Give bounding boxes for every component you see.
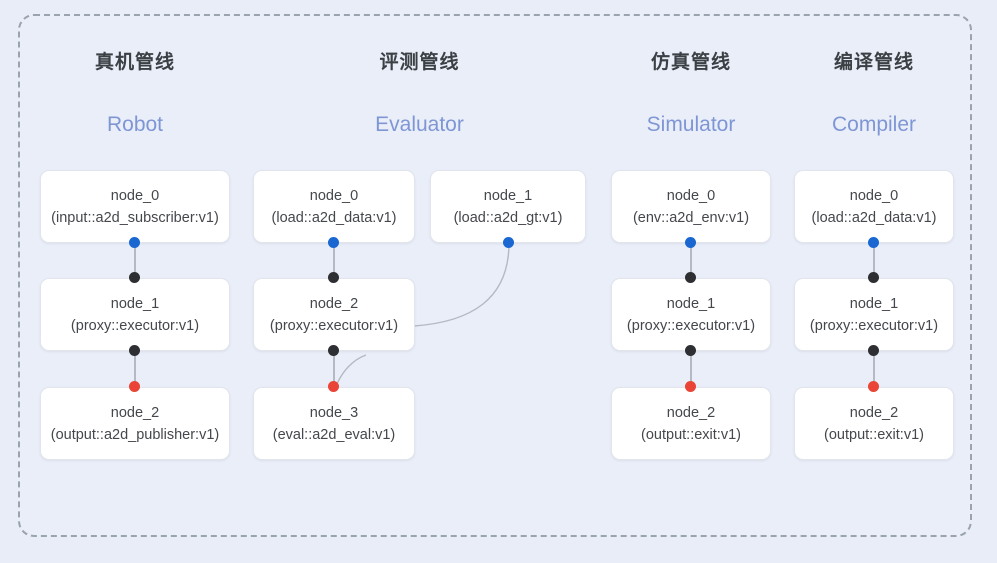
port-input-compiler-1[interactable] (868, 272, 879, 283)
edge-robot-1-to-2 (134, 350, 136, 386)
node-name: node_2 (110, 404, 160, 421)
node-name: node_0 (666, 187, 716, 204)
edge-evaluator-2-to-3 (333, 350, 335, 386)
node-type: (output::exit:v1) (641, 426, 741, 443)
node-type: (proxy::executor:v1) (626, 317, 756, 334)
port-input-evaluator-2[interactable] (328, 272, 339, 283)
node-type: (env::a2d_env:v1) (632, 209, 750, 226)
port-output-compiler-0[interactable] (868, 237, 879, 248)
node-card-evaluator-0[interactable]: node_0 (load::a2d_data:v1) (253, 170, 415, 243)
node-type: (load::a2d_data:v1) (811, 209, 937, 226)
column-title-robot: 真机管线 (94, 52, 175, 73)
port-input-compiler-2[interactable] (868, 381, 879, 392)
port-input-robot-1[interactable] (129, 272, 140, 283)
column-title-evaluator: 评测管线 (379, 52, 460, 73)
pipeline-column-compiler: 编译管线 Compiler (794, 50, 954, 450)
node-name: node_1 (849, 295, 899, 312)
node-card-robot-0[interactable]: node_0 (input::a2d_subscriber:v1) (40, 170, 230, 243)
edge-evaluator-0-to-2 (333, 242, 335, 278)
node-card-evaluator-1[interactable]: node_1 (load::a2d_gt:v1) (430, 170, 586, 243)
node-type: (eval::a2d_eval:v1) (272, 426, 396, 443)
node-card-evaluator-2[interactable]: node_2 (proxy::executor:v1) (253, 278, 415, 351)
port-output-simulator-1[interactable] (685, 345, 696, 356)
node-name: node_0 (110, 187, 160, 204)
node-name: node_3 (309, 404, 359, 421)
port-input-robot-2[interactable] (129, 381, 140, 392)
node-card-simulator-2[interactable]: node_2 (output::exit:v1) (611, 387, 771, 460)
column-title-compiler: 编译管线 (833, 52, 914, 73)
node-type: (load::a2d_data:v1) (271, 209, 397, 226)
port-output-evaluator-2[interactable] (328, 345, 339, 356)
column-title-simulator: 仿真管线 (650, 52, 731, 73)
port-output-evaluator-0[interactable] (328, 237, 339, 248)
node-name: node_2 (849, 404, 899, 421)
edge-compiler-0-to-1 (873, 242, 875, 278)
column-subtitle-compiler: Compiler (831, 113, 917, 136)
node-name: node_1 (666, 295, 716, 312)
node-card-compiler-2[interactable]: node_2 (output::exit:v1) (794, 387, 954, 460)
node-card-compiler-0[interactable]: node_0 (load::a2d_data:v1) (794, 170, 954, 243)
edge-robot-0-to-1 (134, 242, 136, 278)
node-name: node_2 (309, 295, 359, 312)
node-type: (output::a2d_publisher:v1) (50, 426, 220, 443)
column-subtitle-evaluator: Evaluator (375, 113, 464, 136)
node-name: node_0 (849, 187, 899, 204)
port-output-evaluator-1[interactable] (503, 237, 514, 248)
node-type: (proxy::executor:v1) (809, 317, 939, 334)
node-type: (proxy::executor:v1) (269, 317, 399, 334)
node-type: (proxy::executor:v1) (70, 317, 200, 334)
node-type: (load::a2d_gt:v1) (453, 209, 563, 226)
node-name: node_0 (309, 187, 359, 204)
port-input-evaluator-3[interactable] (328, 381, 339, 392)
node-type: (output::exit:v1) (824, 426, 924, 443)
port-output-robot-0[interactable] (129, 237, 140, 248)
node-card-robot-2[interactable]: node_2 (output::a2d_publisher:v1) (40, 387, 230, 460)
pipeline-column-evaluator: 评测管线 Evaluator (253, 50, 586, 450)
edge-compiler-1-to-2 (873, 350, 875, 386)
edge-simulator-1-to-2 (690, 350, 692, 386)
node-card-robot-1[interactable]: node_1 (proxy::executor:v1) (40, 278, 230, 351)
node-card-simulator-0[interactable]: node_0 (env::a2d_env:v1) (611, 170, 771, 243)
node-type: (input::a2d_subscriber:v1) (51, 209, 219, 226)
pipeline-column-robot: 真机管线 Robot (40, 50, 230, 450)
node-name: node_1 (110, 295, 160, 312)
port-output-compiler-1[interactable] (868, 345, 879, 356)
pipeline-column-simulator: 仿真管线 Simulator (611, 50, 771, 450)
edge-simulator-0-to-1 (690, 242, 692, 278)
column-subtitle-robot: Robot (106, 113, 164, 136)
node-card-evaluator-3[interactable]: node_3 (eval::a2d_eval:v1) (253, 387, 415, 460)
port-input-simulator-2[interactable] (685, 381, 696, 392)
node-name: node_1 (483, 187, 533, 204)
node-card-simulator-1[interactable]: node_1 (proxy::executor:v1) (611, 278, 771, 351)
node-name: node_2 (666, 404, 716, 421)
port-output-robot-1[interactable] (129, 345, 140, 356)
node-card-compiler-1[interactable]: node_1 (proxy::executor:v1) (794, 278, 954, 351)
port-input-simulator-1[interactable] (685, 272, 696, 283)
column-subtitle-simulator: Simulator (646, 113, 736, 136)
port-output-simulator-0[interactable] (685, 237, 696, 248)
